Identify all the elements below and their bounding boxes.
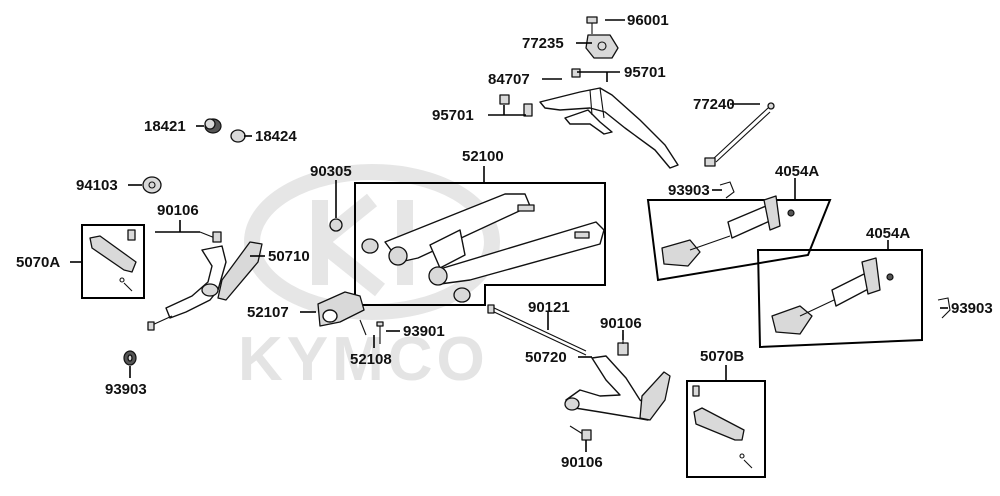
label-50710: 50710 <box>268 248 310 265</box>
label-93903-left: 93903 <box>105 381 147 398</box>
kymco-watermark: KYMCO <box>238 164 500 394</box>
label-95701-top: 95701 <box>624 64 666 81</box>
part-52108-screw <box>359 319 367 336</box>
part-5070A-footpeg <box>89 229 137 292</box>
label-5070A: 5070A <box>16 254 60 271</box>
part-77235-bracket <box>585 34 619 59</box>
box-4054A-top <box>646 199 832 282</box>
part-93903-washer-left <box>123 350 137 366</box>
label-94103: 94103 <box>76 177 118 194</box>
label-52107: 52107 <box>247 304 289 321</box>
part-96001-bolt <box>586 16 598 34</box>
label-18421: 18421 <box>144 118 186 135</box>
part-95701-bolt-left <box>499 94 533 117</box>
label-90121: 90121 <box>528 299 570 316</box>
part-18421-bushing <box>204 118 222 134</box>
leader-lines <box>70 19 948 452</box>
label-5070B: 5070B <box>700 348 744 365</box>
callout-labels: 96001 77235 84707 95701 95701 77240 1842… <box>16 12 993 471</box>
label-18424: 18424 <box>255 128 297 145</box>
part-4054A-top-bracket <box>661 195 795 267</box>
label-52108: 52108 <box>350 351 392 368</box>
part-5070B-footpeg <box>692 385 753 469</box>
label-96001: 96001 <box>627 12 669 29</box>
label-90106-left: 90106 <box>157 202 199 219</box>
label-84707: 84707 <box>488 71 530 88</box>
label-77235: 77235 <box>522 35 564 52</box>
part-90121-axle <box>487 304 587 356</box>
label-4054A-bottom: 4054A <box>866 225 910 242</box>
part-50710-left-bracket <box>147 241 263 331</box>
box-4054A-bottom <box>756 249 923 349</box>
watermark-text: KYMCO <box>238 325 489 394</box>
part-84707-rear-frame <box>539 87 679 169</box>
label-93903-mid: 93903 <box>668 182 710 199</box>
part-93903-clip-right <box>937 297 951 319</box>
label-95701-left: 95701 <box>432 107 474 124</box>
part-77240-cable <box>704 102 775 167</box>
part-94103-washer <box>142 176 162 194</box>
part-90106-bolt-bottom <box>569 425 592 441</box>
label-90106-mid: 90106 <box>600 315 642 332</box>
label-90106-bottom: 90106 <box>561 454 603 471</box>
part-18424-collar <box>230 129 246 143</box>
watermark-k-mark <box>312 193 413 297</box>
part-90305-nut <box>329 218 343 232</box>
label-52100: 52100 <box>462 148 504 165</box>
part-52100-swing-arm <box>361 193 605 303</box>
part-90106-bolt-left <box>199 231 222 243</box>
label-50720: 50720 <box>525 349 567 366</box>
part-93903-clip-mid <box>719 181 735 199</box>
part-4054A-bottom-bracket <box>771 257 894 335</box>
part-95701-bolt-top <box>571 68 581 78</box>
label-93901: 93901 <box>403 323 445 340</box>
part-50720-right-bracket <box>564 355 671 421</box>
label-77240: 77240 <box>693 96 735 113</box>
part-52107-guard <box>317 291 365 327</box>
label-90305: 90305 <box>310 163 352 180</box>
part-93901-screw <box>376 321 384 344</box>
label-4054A-top: 4054A <box>775 163 819 180</box>
label-93903-right: 93903 <box>951 300 993 317</box>
